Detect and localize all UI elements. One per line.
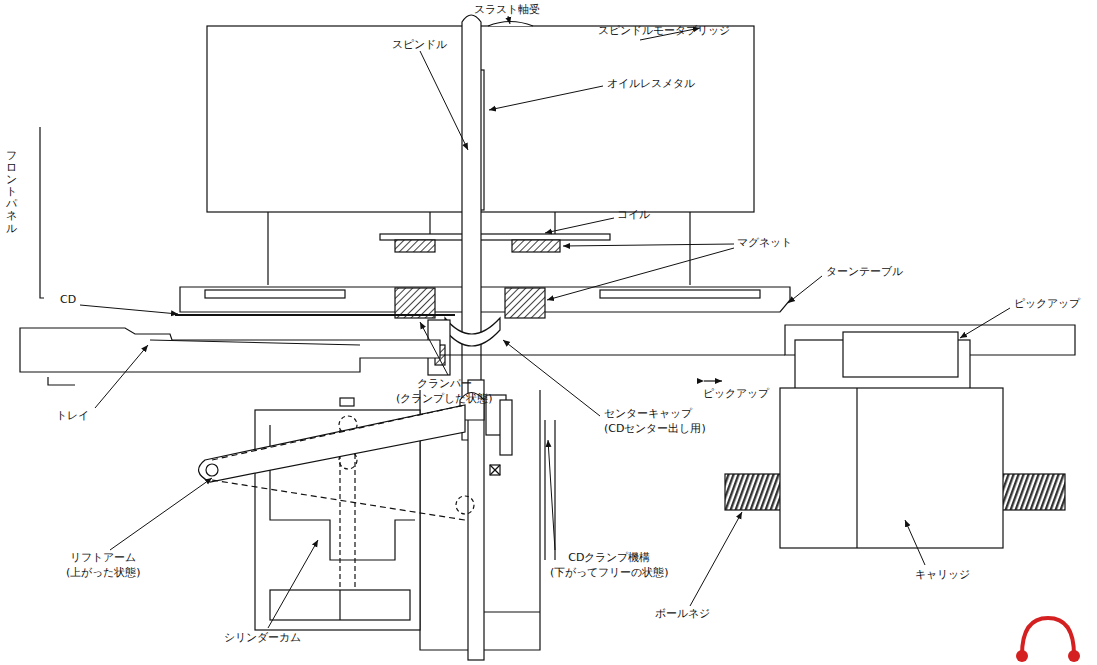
part-label: キャリッジ <box>915 567 970 582</box>
part-label: センターキャップ (CDセンター出し用) <box>604 406 706 436</box>
part-label: リフトアーム (上がった状態) <box>66 550 141 580</box>
part-label: スピンドル <box>392 37 447 52</box>
part-label: トレイ <box>56 408 89 423</box>
motion-label: ピックアップ <box>703 386 769 401</box>
part-label: ターンテーブル <box>826 264 903 279</box>
part-label: シリンダーカム <box>224 630 301 645</box>
panel-label: フロントパネル <box>6 150 17 235</box>
part-label: CDクランプ機構 (下がってフリーの状態) <box>550 550 669 580</box>
part-label: ピックアップ <box>1014 296 1080 311</box>
part-label: マグネット <box>737 235 792 250</box>
part-label: スピンドルモータブリッジ <box>598 23 730 38</box>
part-label: スラスト軸受 <box>474 2 540 17</box>
part-label: クランパー (クランプした状態) <box>396 376 493 406</box>
part-label: CD <box>60 292 76 307</box>
part-label: オイルレスメタル <box>607 76 695 91</box>
part-label: コイル <box>617 207 650 222</box>
part-label: ボールネジ <box>655 606 710 621</box>
